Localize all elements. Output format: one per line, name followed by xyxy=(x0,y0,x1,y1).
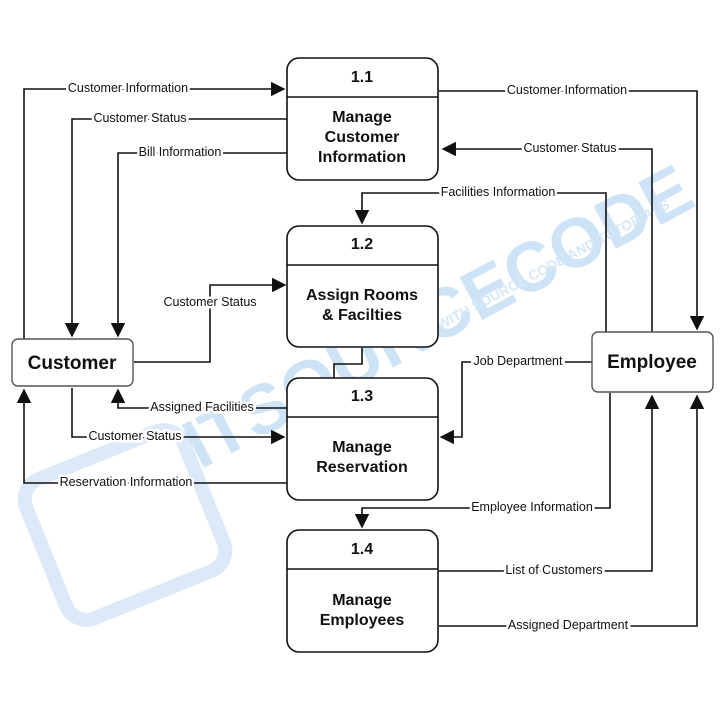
process-number: 1.3 xyxy=(351,388,373,405)
process-1-1: 1.1 Manage Customer Information xyxy=(286,57,439,181)
flow-customer-status-to-12 xyxy=(134,277,287,363)
flow-customer-info-to-employee xyxy=(439,90,705,331)
flow-assigned-department xyxy=(439,394,705,627)
entity-label: Employee xyxy=(607,352,697,373)
flow-label: List of Customers xyxy=(505,563,602,577)
flow-customer-info-in xyxy=(23,81,286,342)
flow-customer-status-to-13 xyxy=(71,388,286,445)
entity-customer: Customer xyxy=(11,338,134,387)
flow-label: Facilities Information xyxy=(441,185,556,199)
flow-bill-info xyxy=(110,152,288,338)
flow-label: Customer Information xyxy=(68,81,188,95)
flow-customer-status-out xyxy=(64,118,288,338)
process-number: 1.1 xyxy=(351,69,373,86)
flow-list-of-customers xyxy=(439,394,660,572)
process-1-4: 1.4 Manage Employees xyxy=(286,529,439,653)
entity-box xyxy=(11,338,134,387)
flow-label: Customer Status xyxy=(93,111,186,125)
process-title-line: Assign Rooms xyxy=(306,287,418,304)
flow-customer-status-from-employee xyxy=(441,141,653,332)
flow-label: Reservation Information xyxy=(60,475,193,489)
process-box xyxy=(286,529,439,653)
process-1-2: 1.2 Assign Rooms & Facilties xyxy=(286,225,439,348)
process-box xyxy=(286,225,439,348)
process-title-line: Customer xyxy=(325,129,400,146)
flow-label: Customer Status xyxy=(163,295,256,309)
process-title-line: Reservation xyxy=(316,459,408,476)
flow-label: Job Department xyxy=(474,354,563,368)
flow-label: Customer Status xyxy=(88,429,181,443)
process-title-line: & Facilties xyxy=(322,307,402,324)
connectors xyxy=(16,81,705,627)
entity-employee: Employee xyxy=(591,331,714,393)
process-title-line: Manage xyxy=(332,592,392,609)
flow-label: Customer Information xyxy=(507,83,627,97)
flow-reservation-info xyxy=(16,388,288,484)
process-number: 1.4 xyxy=(351,541,373,558)
flow-labels: Customer Information Customer Status Bil… xyxy=(57,79,631,635)
flow-facilities-info xyxy=(354,192,607,332)
flow-label: Bill Information xyxy=(139,145,222,159)
process-title-line: Manage xyxy=(332,439,392,456)
process-box xyxy=(286,377,439,501)
process-title-line: Information xyxy=(318,149,406,166)
flow-label: Assigned Department xyxy=(508,618,629,632)
entity-box xyxy=(591,331,714,393)
flow-employee-info xyxy=(354,393,611,529)
flow-label: Employee Information xyxy=(471,500,593,514)
watermark-badge-shape xyxy=(17,423,233,627)
flow-label: Assigned Facilities xyxy=(150,400,254,414)
entity-label: Customer xyxy=(28,353,117,374)
process-title-line: Employees xyxy=(320,612,405,629)
flow-label: Customer Status xyxy=(523,141,616,155)
flow-job-department xyxy=(439,361,592,445)
process-number: 1.2 xyxy=(351,236,373,253)
process-box xyxy=(286,57,439,181)
process-title-line: Manage xyxy=(332,109,392,126)
process-1-3: 1.3 Manage Reservation xyxy=(286,377,439,501)
